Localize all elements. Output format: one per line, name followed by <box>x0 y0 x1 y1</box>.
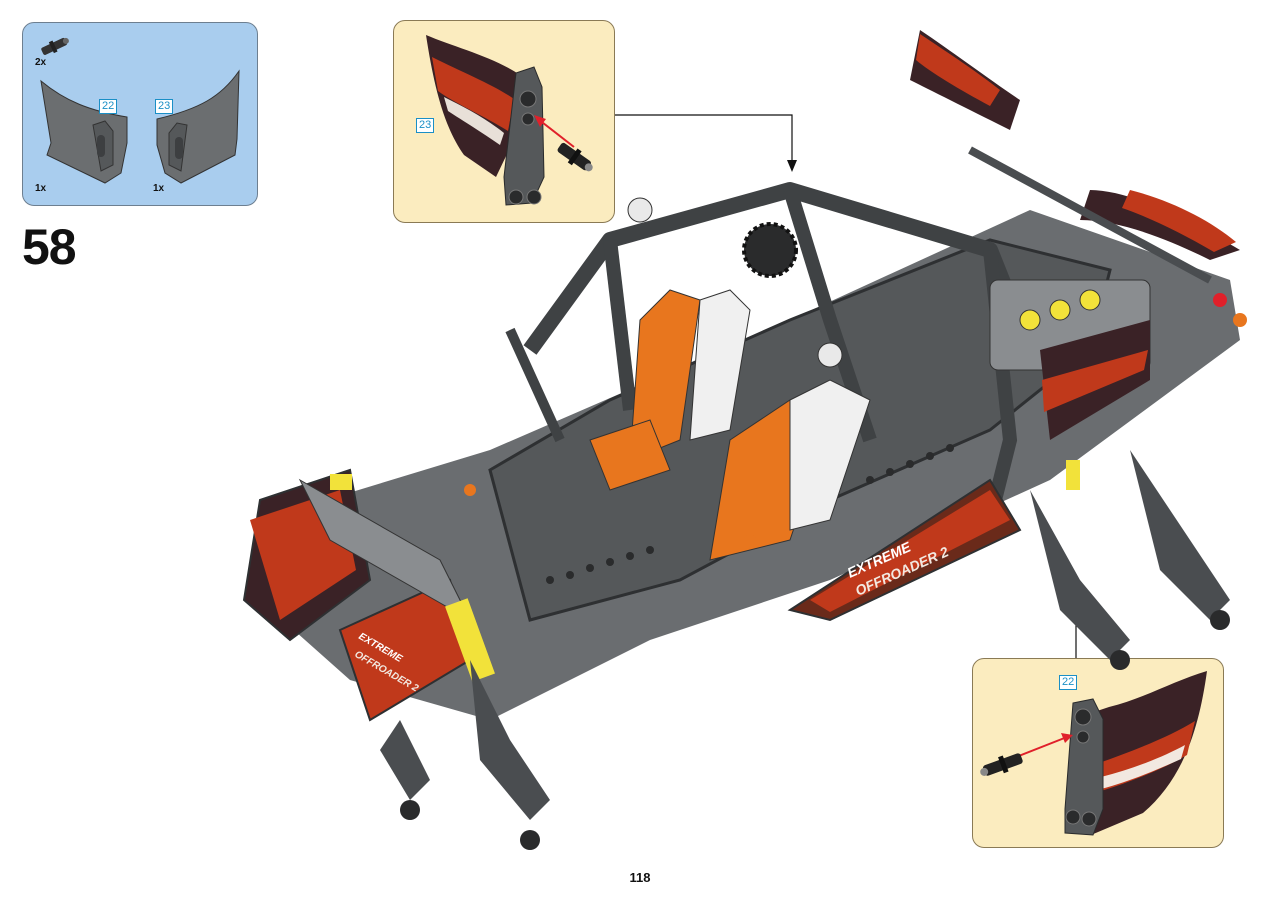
subassembly-bottom-box: 22 <box>972 658 1224 848</box>
fender-assembly-icon <box>426 35 593 206</box>
pin-connector-icon <box>41 37 69 55</box>
subassembly-top-callout: 23 <box>416 118 435 133</box>
subassembly-bottom-callout: 22 <box>1059 675 1078 690</box>
pin-quantity: 2x <box>35 57 47 68</box>
step-number: 58 <box>22 219 77 275</box>
fender-assembly-mirror-icon <box>980 671 1207 836</box>
fender-right-quantity: 1x <box>153 183 165 194</box>
fender-panel-right-icon <box>156 69 240 184</box>
fender-right-callout: 23 <box>155 99 174 114</box>
page-number: 118 <box>629 870 651 885</box>
fender-left-callout: 22 <box>99 99 118 114</box>
parts-list-box: 2x 1x 22 1x 23 <box>22 22 258 206</box>
fender-left-quantity: 1x <box>35 183 47 194</box>
subassembly-top-box: 23 <box>393 20 615 223</box>
vehicle-model-illustration: EXTREME OFFROADER 2 EXTREME OFFROADER 2 <box>242 30 1247 850</box>
